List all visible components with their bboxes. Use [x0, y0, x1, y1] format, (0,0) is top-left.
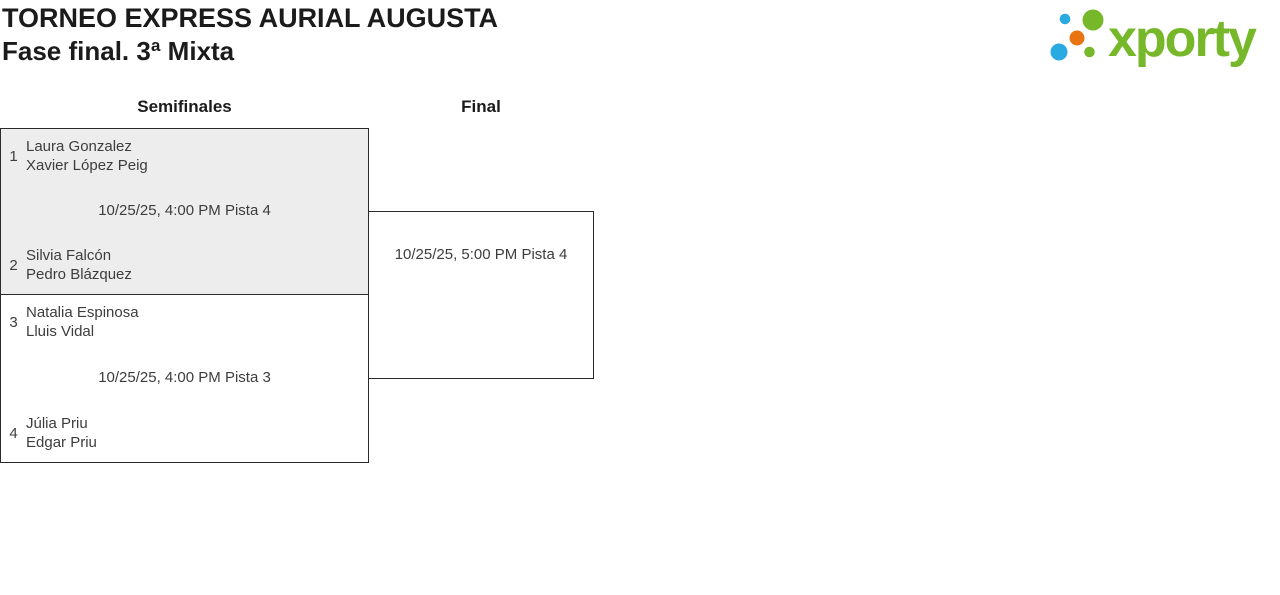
match-final[interactable]: 10/25/25, 5:00 PM Pista 4 — [368, 211, 594, 379]
logo-dot-green-small — [1084, 46, 1095, 58]
team-row: 4 Júlia Priu Edgar Priu — [1, 414, 368, 452]
logo-dot-green-large — [1082, 9, 1104, 31]
team-row: 3 Natalia Espinosa Lluis Vidal — [1, 303, 368, 341]
team-names: Natalia Espinosa Lluis Vidal — [26, 303, 139, 341]
player-name: Xavier López Peig — [26, 157, 148, 174]
player-name: Lluis Vidal — [26, 323, 95, 340]
player-name: Edgar Priu — [26, 434, 97, 451]
match-schedule: 10/25/25, 4:00 PM Pista 3 — [98, 369, 271, 386]
player-name: Natalia Espinosa — [26, 304, 139, 321]
logo-dot-orange — [1069, 30, 1085, 46]
team-names: Júlia Priu Edgar Priu — [26, 414, 97, 452]
seed-number: 1 — [9, 147, 18, 165]
team-names: Laura Gonzalez Xavier López Peig — [26, 137, 148, 175]
page-title: TORNEO EXPRESS AURIAL AUGUSTA — [2, 3, 499, 33]
xporty-logo[interactable]: xporty — [1038, 0, 1278, 72]
team-row: 2 Silvia Falcón Pedro Blázquez — [1, 246, 368, 284]
player-name: Silvia Falcón — [26, 247, 112, 264]
match-semifinal-2[interactable]: 3 Natalia Espinosa Lluis Vidal 10/25/25,… — [0, 294, 369, 463]
logo-dot-blue-small — [1059, 13, 1071, 25]
seed-number: 3 — [9, 313, 18, 331]
seed-number: 2 — [9, 256, 18, 274]
page-header: TORNEO EXPRESS AURIAL AUGUSTA Fase final… — [2, 2, 498, 68]
xporty-logo-text: xporty — [1108, 10, 1257, 68]
player-name: Júlia Priu — [26, 415, 88, 432]
page-subtitle: Fase final. 3ª Mixta — [2, 36, 235, 66]
logo-dot-blue-large — [1050, 43, 1068, 61]
round-label-semifinales: Semifinales — [137, 97, 232, 116]
round-label-final: Final — [461, 97, 501, 116]
team-names: Silvia Falcón Pedro Blázquez — [26, 246, 132, 284]
match-schedule: 10/25/25, 5:00 PM Pista 4 — [394, 246, 568, 263]
team-row: 1 Laura Gonzalez Xavier López Peig — [1, 137, 368, 175]
match-schedule: 10/25/25, 4:00 PM Pista 4 — [98, 202, 271, 219]
seed-number: 4 — [9, 424, 18, 442]
match-semifinal-1[interactable]: 1 Laura Gonzalez Xavier López Peig 10/25… — [0, 128, 369, 295]
player-name: Pedro Blázquez — [26, 266, 132, 283]
player-name: Laura Gonzalez — [26, 138, 132, 155]
xporty-logo-icon: xporty — [1050, 9, 1259, 68]
